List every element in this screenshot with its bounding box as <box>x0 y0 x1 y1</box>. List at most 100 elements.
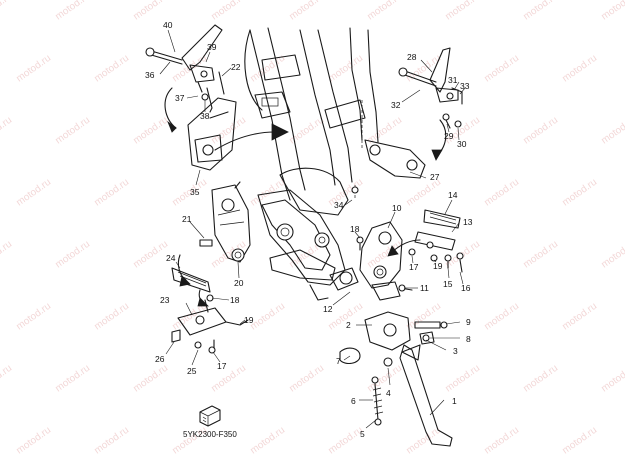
watermark-text: motod.ru <box>599 239 625 271</box>
callout-33: 33 <box>460 81 470 91</box>
sidestand-assembly <box>339 311 453 447</box>
callout-10: 10 <box>392 203 402 213</box>
watermark-text: motod.ru <box>326 53 365 85</box>
watermark-text: motod.ru <box>287 115 326 147</box>
watermark-text: motod.ru <box>92 53 131 85</box>
callout-6: 6 <box>351 396 356 406</box>
callout-9: 9 <box>466 317 471 327</box>
callout-3: 3 <box>453 346 458 356</box>
reference-box-icon <box>199 405 221 427</box>
callout-18a: 18 <box>350 224 360 234</box>
watermark-text: motod.ru <box>599 0 625 22</box>
callout-38: 38 <box>200 111 210 121</box>
callout-31: 31 <box>448 75 458 85</box>
watermark-text: motod.ru <box>404 425 443 457</box>
watermark-text: motod.ru <box>521 0 560 22</box>
callout-20: 20 <box>234 278 244 288</box>
callout-labels: 1 2 3 4 5 6 7 8 9 10 11 12 13 14 15 16 1… <box>145 20 473 439</box>
callout-1: 1 <box>452 396 457 406</box>
watermark-text: motod.ru <box>599 115 625 147</box>
callout-22: 22 <box>231 62 241 72</box>
watermark-text: motod.ru <box>482 425 521 457</box>
watermark-text: motod.ru <box>521 363 560 395</box>
callout-27: 27 <box>430 172 440 182</box>
watermark-text: motod.ru <box>365 363 404 395</box>
watermark-text: motod.ru <box>92 177 131 209</box>
watermark-text: motod.ru <box>53 363 92 395</box>
callout-15: 15 <box>443 279 453 289</box>
watermark-text: motod.ru <box>0 363 14 395</box>
right-footrest-assembly <box>398 47 463 129</box>
watermark-text: motod.ru <box>248 425 287 457</box>
watermark-text: motod.ru <box>560 301 599 333</box>
watermark-text: motod.ru <box>209 363 248 395</box>
callout-36: 36 <box>145 70 155 80</box>
callout-28: 28 <box>407 52 417 62</box>
callout-23: 23 <box>160 295 170 305</box>
frame-drawing <box>244 27 426 301</box>
watermark-text: motod.ru <box>482 53 521 85</box>
callout-11: 11 <box>420 283 429 293</box>
watermark-text: motod.ru <box>560 425 599 457</box>
watermark-text: motod.ru <box>0 115 14 147</box>
watermark-text: motod.ru <box>14 53 53 85</box>
watermark-text: motod.ru <box>599 363 625 395</box>
callout-26: 26 <box>155 354 165 364</box>
callout-25: 25 <box>187 366 197 376</box>
right-footpeg-assembly <box>356 209 464 301</box>
watermark-text: motod.ru <box>521 115 560 147</box>
watermark-text: motod.ru <box>0 239 14 271</box>
watermark-text: motod.ru <box>482 301 521 333</box>
callout-40: 40 <box>163 20 173 30</box>
callout-21: 21 <box>182 214 192 224</box>
watermark-text: motod.ru <box>53 239 92 271</box>
callout-32: 32 <box>391 100 401 110</box>
callout-8: 8 <box>466 334 471 344</box>
callout-14: 14 <box>448 190 458 200</box>
callout-16: 16 <box>461 283 471 293</box>
drawing-code: 5YK2300-F350 <box>183 430 237 439</box>
watermark-text: motod.ru <box>287 363 326 395</box>
watermark-text: motod.ru <box>560 177 599 209</box>
left-side-plate <box>199 181 251 263</box>
watermark-text: motod.ru <box>14 177 53 209</box>
callout-5: 5 <box>360 429 365 439</box>
callout-34: 34 <box>334 200 344 210</box>
callout-39: 39 <box>207 42 217 52</box>
watermark-text: motod.ru <box>560 53 599 85</box>
watermark-text: motod.ru <box>53 0 92 22</box>
watermark-text: motod.ru <box>287 0 326 22</box>
left-footrest-assembly <box>145 24 237 171</box>
watermark-text: motod.ru <box>53 115 92 147</box>
callout-37: 37 <box>175 93 185 103</box>
callout-19a: 19 <box>433 261 443 271</box>
callout-29: 29 <box>444 131 454 141</box>
callout-35: 35 <box>190 187 200 197</box>
callout-12: 12 <box>323 304 333 314</box>
watermark-text: motod.ru <box>0 0 14 22</box>
watermark-text: motod.ru <box>443 363 482 395</box>
watermark-text: motod.ru <box>131 363 170 395</box>
watermark-text: motod.ru <box>209 0 248 22</box>
callout-18b: 18 <box>230 295 240 305</box>
callout-17b: 17 <box>217 361 227 371</box>
watermark-text: motod.ru <box>131 115 170 147</box>
callout-24: 24 <box>166 253 176 263</box>
callout-19b: 19 <box>244 315 254 325</box>
callout-30: 30 <box>457 139 467 149</box>
watermark-text: motod.ru <box>443 0 482 22</box>
watermark-text: motod.ru <box>131 239 170 271</box>
callout-13: 13 <box>463 217 473 227</box>
watermark-text: motod.ru <box>521 239 560 271</box>
watermark-text: motod.ru <box>92 425 131 457</box>
watermark-text: motod.ru <box>482 177 521 209</box>
callout-2: 2 <box>346 320 351 330</box>
callout-17a: 17 <box>409 262 419 272</box>
watermark-text: motod.ru <box>92 301 131 333</box>
callout-7: 7 <box>336 356 341 366</box>
assembly-arrows <box>164 87 447 307</box>
watermark-text: motod.ru <box>248 301 287 333</box>
callout-4: 4 <box>386 388 391 398</box>
